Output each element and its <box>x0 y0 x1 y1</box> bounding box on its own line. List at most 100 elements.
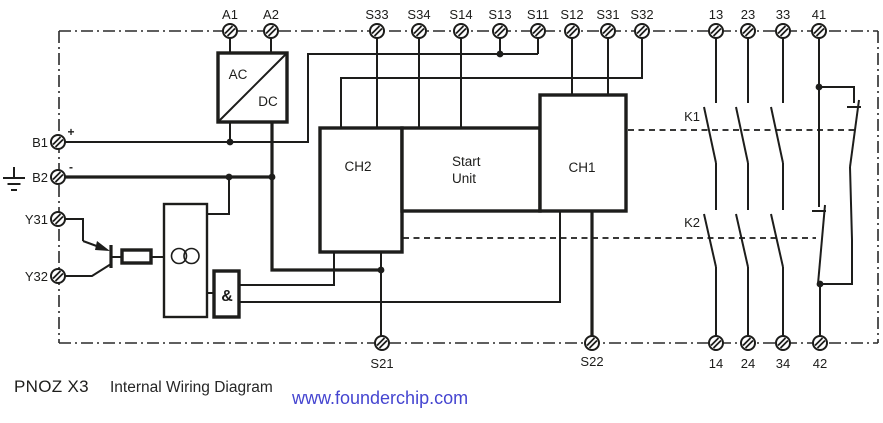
output-contacts: K1 K2 <box>403 31 861 343</box>
terminal-label: 24 <box>741 356 755 371</box>
terminal-label: S33 <box>365 7 388 22</box>
terminal-34: 34 <box>775 335 791 371</box>
terminal-screw-icon <box>413 25 425 37</box>
wire-s32-to-ch2 <box>340 31 643 128</box>
ch2-label: CH2 <box>344 159 371 174</box>
terminal-label: Y31 <box>25 212 48 227</box>
terminal-label: S13 <box>488 7 511 22</box>
terminal-y31: Y31 <box>25 211 66 227</box>
terminal-screw-icon <box>371 25 383 37</box>
transformer-coil-icon <box>170 247 188 265</box>
earth-ground-icon <box>3 167 25 191</box>
terminal-s11: S11 <box>527 7 549 39</box>
terminal-24: 24 <box>740 335 756 371</box>
b1-plus-sign: + <box>67 125 74 139</box>
terminal-screw-icon <box>742 337 754 349</box>
terminal-screw-icon <box>376 337 388 349</box>
relay-k2-label: K2 <box>684 215 700 230</box>
terminal-screw-icon <box>52 270 64 282</box>
terminal-label: 13 <box>709 7 723 22</box>
terminal-s14: S14 <box>449 7 473 39</box>
wire-and-to-ch1 <box>239 211 561 303</box>
contact-33-34 <box>770 31 784 343</box>
terminal-screw-icon <box>602 25 614 37</box>
terminal-label: 34 <box>776 356 790 371</box>
terminal-b2: B2 <box>32 169 66 185</box>
terminal-label: S32 <box>630 7 653 22</box>
junction-dots <box>225 50 824 288</box>
terminal-screw-icon <box>742 25 754 37</box>
wire-y32 <box>58 263 112 277</box>
terminal-23: 23 <box>740 7 756 39</box>
terminal-s32: S32 <box>630 7 654 39</box>
terminal-s22: S22 <box>580 335 604 369</box>
transistor-arrow-icon <box>95 241 110 251</box>
terminal-screw-icon <box>532 25 544 37</box>
and-gate-label: & <box>221 288 233 305</box>
watermark-link[interactable]: www.founderchip.com <box>291 388 468 408</box>
terminal-label: 23 <box>741 7 755 22</box>
diagram-subtitle: Internal Wiring Diagram <box>110 379 273 396</box>
terminal-screw-icon <box>636 25 648 37</box>
terminal-s33: S33 <box>365 7 389 39</box>
terminal-s31: S31 <box>596 7 620 39</box>
ch1-label: CH1 <box>568 160 595 175</box>
start-unit-block: Start Unit <box>400 126 542 213</box>
ac-dc-converter-block: AC DC <box>216 51 289 124</box>
wire-and-to-ch2 <box>239 252 335 286</box>
converter-dc-label: DC <box>258 94 278 109</box>
terminal-screw-icon <box>710 337 722 349</box>
terminal-screw-icon <box>813 25 825 37</box>
transformer-block <box>162 202 209 319</box>
function-blocks: AC DC CH2 Start Unit CH1 & <box>120 51 628 319</box>
terminal-s34: S34 <box>407 7 431 39</box>
wire-y31 <box>58 218 84 241</box>
terminal-42: 42 <box>812 335 828 371</box>
terminals-top: A1 A2 S33 S34 S14 S13 S11 S12 S31 S32 13… <box>222 7 827 39</box>
terminal-a1: A1 <box>222 7 238 39</box>
terminal-41: 41 <box>811 7 827 39</box>
terminal-screw-icon <box>52 136 64 148</box>
and-gate-block: & <box>212 269 241 319</box>
terminal-label: S12 <box>560 7 583 22</box>
wire-converter-minus <box>270 122 381 272</box>
terminal-label: Y32 <box>25 269 48 284</box>
contact-41-42-nc <box>812 31 861 343</box>
terminal-label: B1 <box>32 135 48 150</box>
terminal-screw-icon <box>494 25 506 37</box>
terminal-label: 14 <box>709 356 723 371</box>
diagram-model-title: PNOZ X3 <box>14 377 89 396</box>
terminal-label: 41 <box>812 7 826 22</box>
terminal-33: 33 <box>775 7 791 39</box>
transformer-coil-icon <box>183 247 200 265</box>
terminal-screw-icon <box>814 337 826 349</box>
contact-13-14 <box>703 31 717 343</box>
terminal-screw-icon <box>777 25 789 37</box>
terminal-14: 14 <box>708 335 724 371</box>
terminal-y32: Y32 <box>25 268 66 284</box>
terminal-screw-icon <box>566 25 578 37</box>
resistor-icon <box>120 248 153 265</box>
terminals-left: B1 B2 Y31 Y32 + - <box>3 125 75 284</box>
terminal-label: S14 <box>449 7 472 22</box>
terminal-screw-icon <box>52 171 64 183</box>
terminal-screw-icon <box>224 25 236 37</box>
wire-b2-to-transformer <box>207 177 230 215</box>
terminal-label: A1 <box>222 7 238 22</box>
terminal-s21: S21 <box>370 335 394 371</box>
terminal-screw-icon <box>52 213 64 225</box>
terminal-label: 42 <box>813 356 827 371</box>
terminal-screw-icon <box>265 25 277 37</box>
terminal-b1: B1 <box>32 134 66 150</box>
relay-k1-label: K1 <box>684 109 700 124</box>
terminal-13: 13 <box>708 7 724 39</box>
terminal-label: B2 <box>32 170 48 185</box>
ch1-block: CH1 <box>538 93 628 213</box>
contact-23-24 <box>735 31 749 343</box>
terminal-screw-icon <box>455 25 467 37</box>
b2-minus-sign: - <box>69 160 73 174</box>
terminal-s13: S13 <box>488 7 512 39</box>
terminal-label: S11 <box>527 7 549 22</box>
